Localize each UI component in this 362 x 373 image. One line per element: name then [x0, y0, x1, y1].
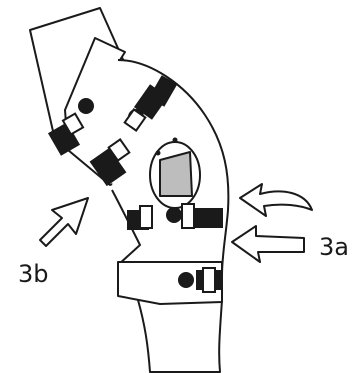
- arrow-3b: [39, 197, 89, 247]
- rivet-upper: [78, 98, 94, 114]
- arrow-3a-upper: [239, 183, 313, 217]
- hinge-plate: [159, 151, 193, 197]
- arrow-3a-lower: [231, 225, 305, 263]
- hinge-rivet-side: [155, 150, 161, 156]
- label-3b: 3b: [18, 260, 49, 288]
- strap-thigh-lower: [89, 138, 131, 187]
- strap-knee: [127, 203, 223, 230]
- label-3a: 3a: [319, 233, 349, 261]
- rivet-lower: [178, 272, 194, 288]
- rivet-knee: [166, 207, 182, 223]
- strap-thigh-top: [148, 75, 178, 107]
- hinge-rivet-top: [172, 137, 178, 143]
- strap-thigh-upper: [47, 112, 85, 156]
- strap-shin: [196, 267, 223, 293]
